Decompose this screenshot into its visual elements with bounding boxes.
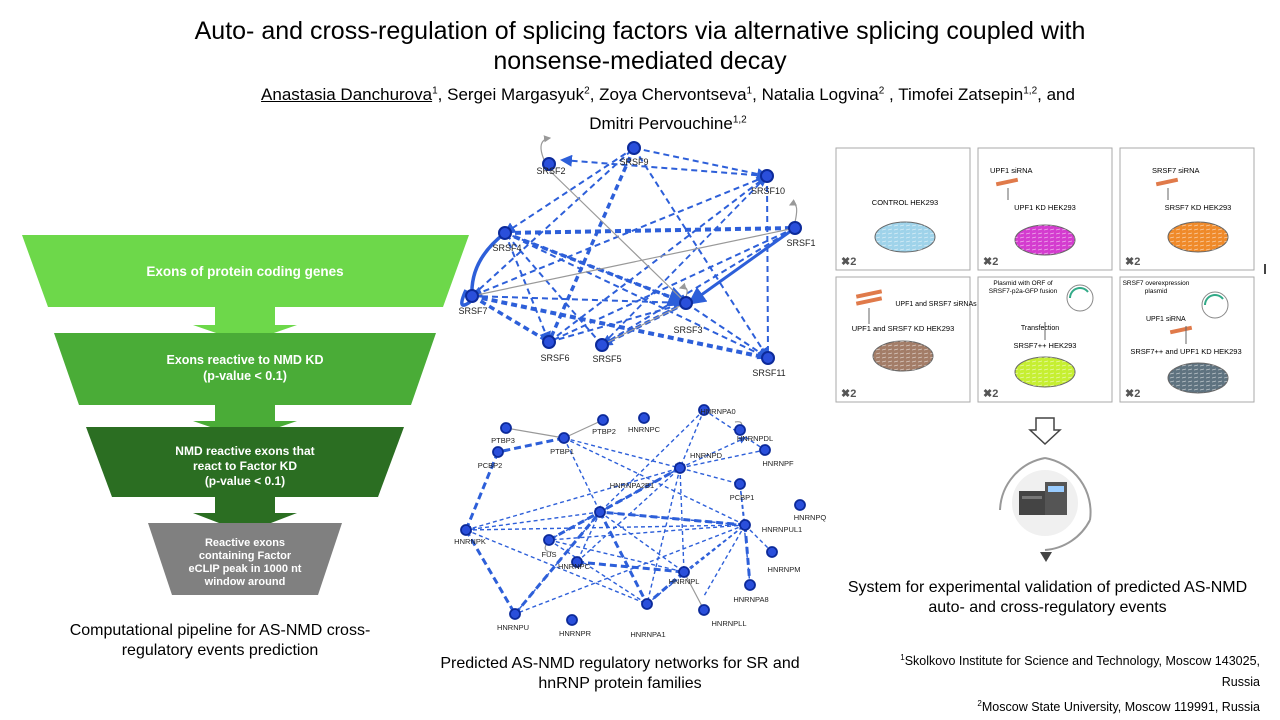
experiment-2-count: ✖2: [983, 256, 998, 268]
hnrnp-node-label: HNRNPL: [669, 577, 700, 586]
hnrnp-node-label: HNRNPF: [762, 459, 794, 468]
author-4: Natalia Logvina2 ,: [761, 84, 899, 104]
hnrnp-node-label: PCBP1: [730, 493, 755, 502]
title-line-1: Auto- and cross-regulation of splicing f…: [194, 17, 1086, 45]
hnrnp-node-label: HNRNPQ: [794, 513, 827, 522]
affiliations: 1Skolkovo Institute for Science and Tech…: [890, 647, 1260, 718]
author-list: Anastasia Danchurova1, Sergei Margasyuk2…: [0, 78, 1280, 137]
experiment-4-top: UPF1 and SRSF7 siRNAs: [895, 301, 977, 308]
hnrnp-node-label: HNRNPA1: [630, 630, 665, 639]
down-arrow-icon: [1028, 417, 1062, 446]
experiment-6-count: ✖2: [1125, 388, 1140, 400]
experiment-4-label: UPF1 and SRSF7 KD HEK293: [852, 324, 955, 333]
hnrnp-node-label: FUS: [542, 550, 557, 559]
experiment-1-label: CONTROL HEK293: [872, 198, 938, 207]
hnrnp-node-label: PTBP1: [550, 447, 574, 456]
pipeline-caption: Computational pipeline for AS-NMD cross-…: [69, 622, 371, 659]
experiment-3-label: SRSF7 KD HEK293: [1165, 203, 1232, 212]
author-1: Anastasia Danchurova1,: [261, 84, 448, 104]
sequencer-icon: [999, 457, 1092, 562]
validation-panel: CONTROL HEK293 ✖2 UPF1 siRNA UPF1 KD HEK…: [835, 147, 1255, 562]
hnrnp-node-label: PTBP2: [592, 427, 616, 436]
author-2: Sergei Margasyuk2,: [447, 84, 600, 104]
hnrnp-node-label: HNRNPDL: [737, 434, 773, 443]
edge-mark: [1264, 264, 1266, 274]
sr-node-label: SRSF3: [673, 325, 702, 335]
sr-node-label: SRSF10: [751, 186, 785, 196]
sr-node-label: SRSF5: [592, 354, 621, 364]
experiment-2-top: UPF1 siRNA: [990, 166, 1033, 175]
sr-node-label: SRSF6: [540, 353, 569, 363]
pipeline-step-1-text: Exons of protein coding genes: [146, 264, 343, 279]
experiment-5-top: Plasmid with ORF of SRSF7-p2a-GFP fusion: [988, 280, 1058, 295]
hnrnp-node-label: HNRNPC: [558, 562, 591, 571]
sr-node-label: SRSF2: [536, 166, 565, 176]
experiment-6-top: SRSF7 overexpression plasmid: [1122, 280, 1190, 295]
experiment-2-label: UPF1 KD HEK293: [1014, 203, 1076, 212]
hnrnp-network: HNRNPA0 PTBP2 HNRNPC PTBP3 PTBP1 HNRNPDL…: [454, 404, 827, 639]
hnrnp-node-label: HNRNPUL1: [762, 525, 802, 534]
pipeline-funnel: Exons of protein coding genes Exons reac…: [22, 235, 469, 595]
hnrnp-node-label: HNRNPR: [559, 629, 592, 638]
title-line-2: nonsense-mediated decay: [493, 47, 787, 75]
experiment-5-label: SRSF7++ HEK293: [1014, 341, 1077, 350]
affiliation-1: 1Skolkovo Institute for Science and Tech…: [900, 653, 1260, 690]
pipeline-step-1: Exons of protein coding genes: [22, 235, 469, 343]
hnrnp-node-label: HNRNPM: [768, 565, 801, 574]
experiment-3-count: ✖2: [1125, 256, 1140, 268]
experiment-box-5: Plasmid with ORF of SRSF7-p2a-GFP fusion…: [977, 276, 1113, 403]
validation-caption: System for experimental validation of pr…: [847, 579, 1248, 616]
author-5: Timofei Zatsepin1,2, and: [898, 84, 1075, 104]
experiment-1-count: ✖2: [841, 256, 856, 268]
network-caption: Predicted AS-NMD regulatory networks for…: [440, 655, 800, 692]
experiment-3-top: SRSF7 siRNA: [1152, 166, 1200, 175]
experiment-5-count: ✖2: [983, 388, 998, 400]
sr-node-label: SRSF1: [786, 238, 815, 248]
affiliation-2: 2Moscow State University, Moscow 119991,…: [977, 699, 1260, 715]
experiment-6-label: SRSF7++ and UPF1 KD HEK293: [1130, 347, 1241, 356]
sr-node-label: SRSF4: [492, 243, 521, 253]
author-6: Dmitri Pervouchine1,2: [589, 114, 747, 134]
pipeline-step-2-text: Exons reactive to NMD KD(p-value < 0.1): [167, 353, 324, 383]
sr-node-label: SRSF7: [458, 306, 487, 316]
sr-node-label: SRSF11: [752, 368, 785, 378]
experiment-box-6: SRSF7 overexpression plasmid UPF1 siRNA …: [1119, 276, 1255, 403]
hnrnp-node-label: HNRNPC: [628, 425, 661, 434]
poster-title: Auto- and cross-regulation of splicing f…: [0, 16, 1280, 76]
experiment-box-2: UPF1 siRNA UPF1 KD HEK293 ✖2: [977, 147, 1113, 271]
hnrnp-node-label: HNRNPA2B1: [610, 481, 654, 490]
sr-network: SRSF2 SRSF9 SRSF10 SRSF1 SRSF4 SRSF7 SRS…: [458, 135, 816, 378]
experiment-box-4: UPF1 and SRSF7 siRNAs UPF1 and SRSF7 KD …: [835, 276, 977, 403]
hnrnp-node-label: HNRNPU: [497, 623, 529, 632]
experiment-box-1: CONTROL HEK293 ✖2: [835, 147, 971, 271]
hnrnp-node-label: HNRNPD: [690, 451, 723, 460]
hnrnp-node-label: HNRNPLL: [711, 619, 746, 628]
pipeline-step-2: Exons reactive to NMD KD(p-value < 0.1): [54, 333, 436, 439]
hnrnp-node-label: HNRNPA8: [733, 595, 768, 604]
hnrnp-node-label: HNRNPA0: [700, 407, 735, 416]
hnrnp-node-label: PTBP3: [491, 436, 515, 445]
hnrnp-node-label: PCBP2: [478, 461, 503, 470]
experiment-4-count: ✖2: [841, 388, 856, 400]
experiment-box-3: SRSF7 siRNA SRSF7 KD HEK293 ✖2: [1119, 147, 1255, 271]
author-3: Zoya Chervontseva1,: [599, 84, 762, 104]
sr-node-label: SRSF9: [619, 157, 648, 167]
hnrnp-node-label: HNRNPK: [454, 537, 486, 546]
experiment-5-mid: Transfection: [1021, 325, 1059, 332]
experiment-6-mid: UPF1 siRNA: [1146, 316, 1186, 323]
